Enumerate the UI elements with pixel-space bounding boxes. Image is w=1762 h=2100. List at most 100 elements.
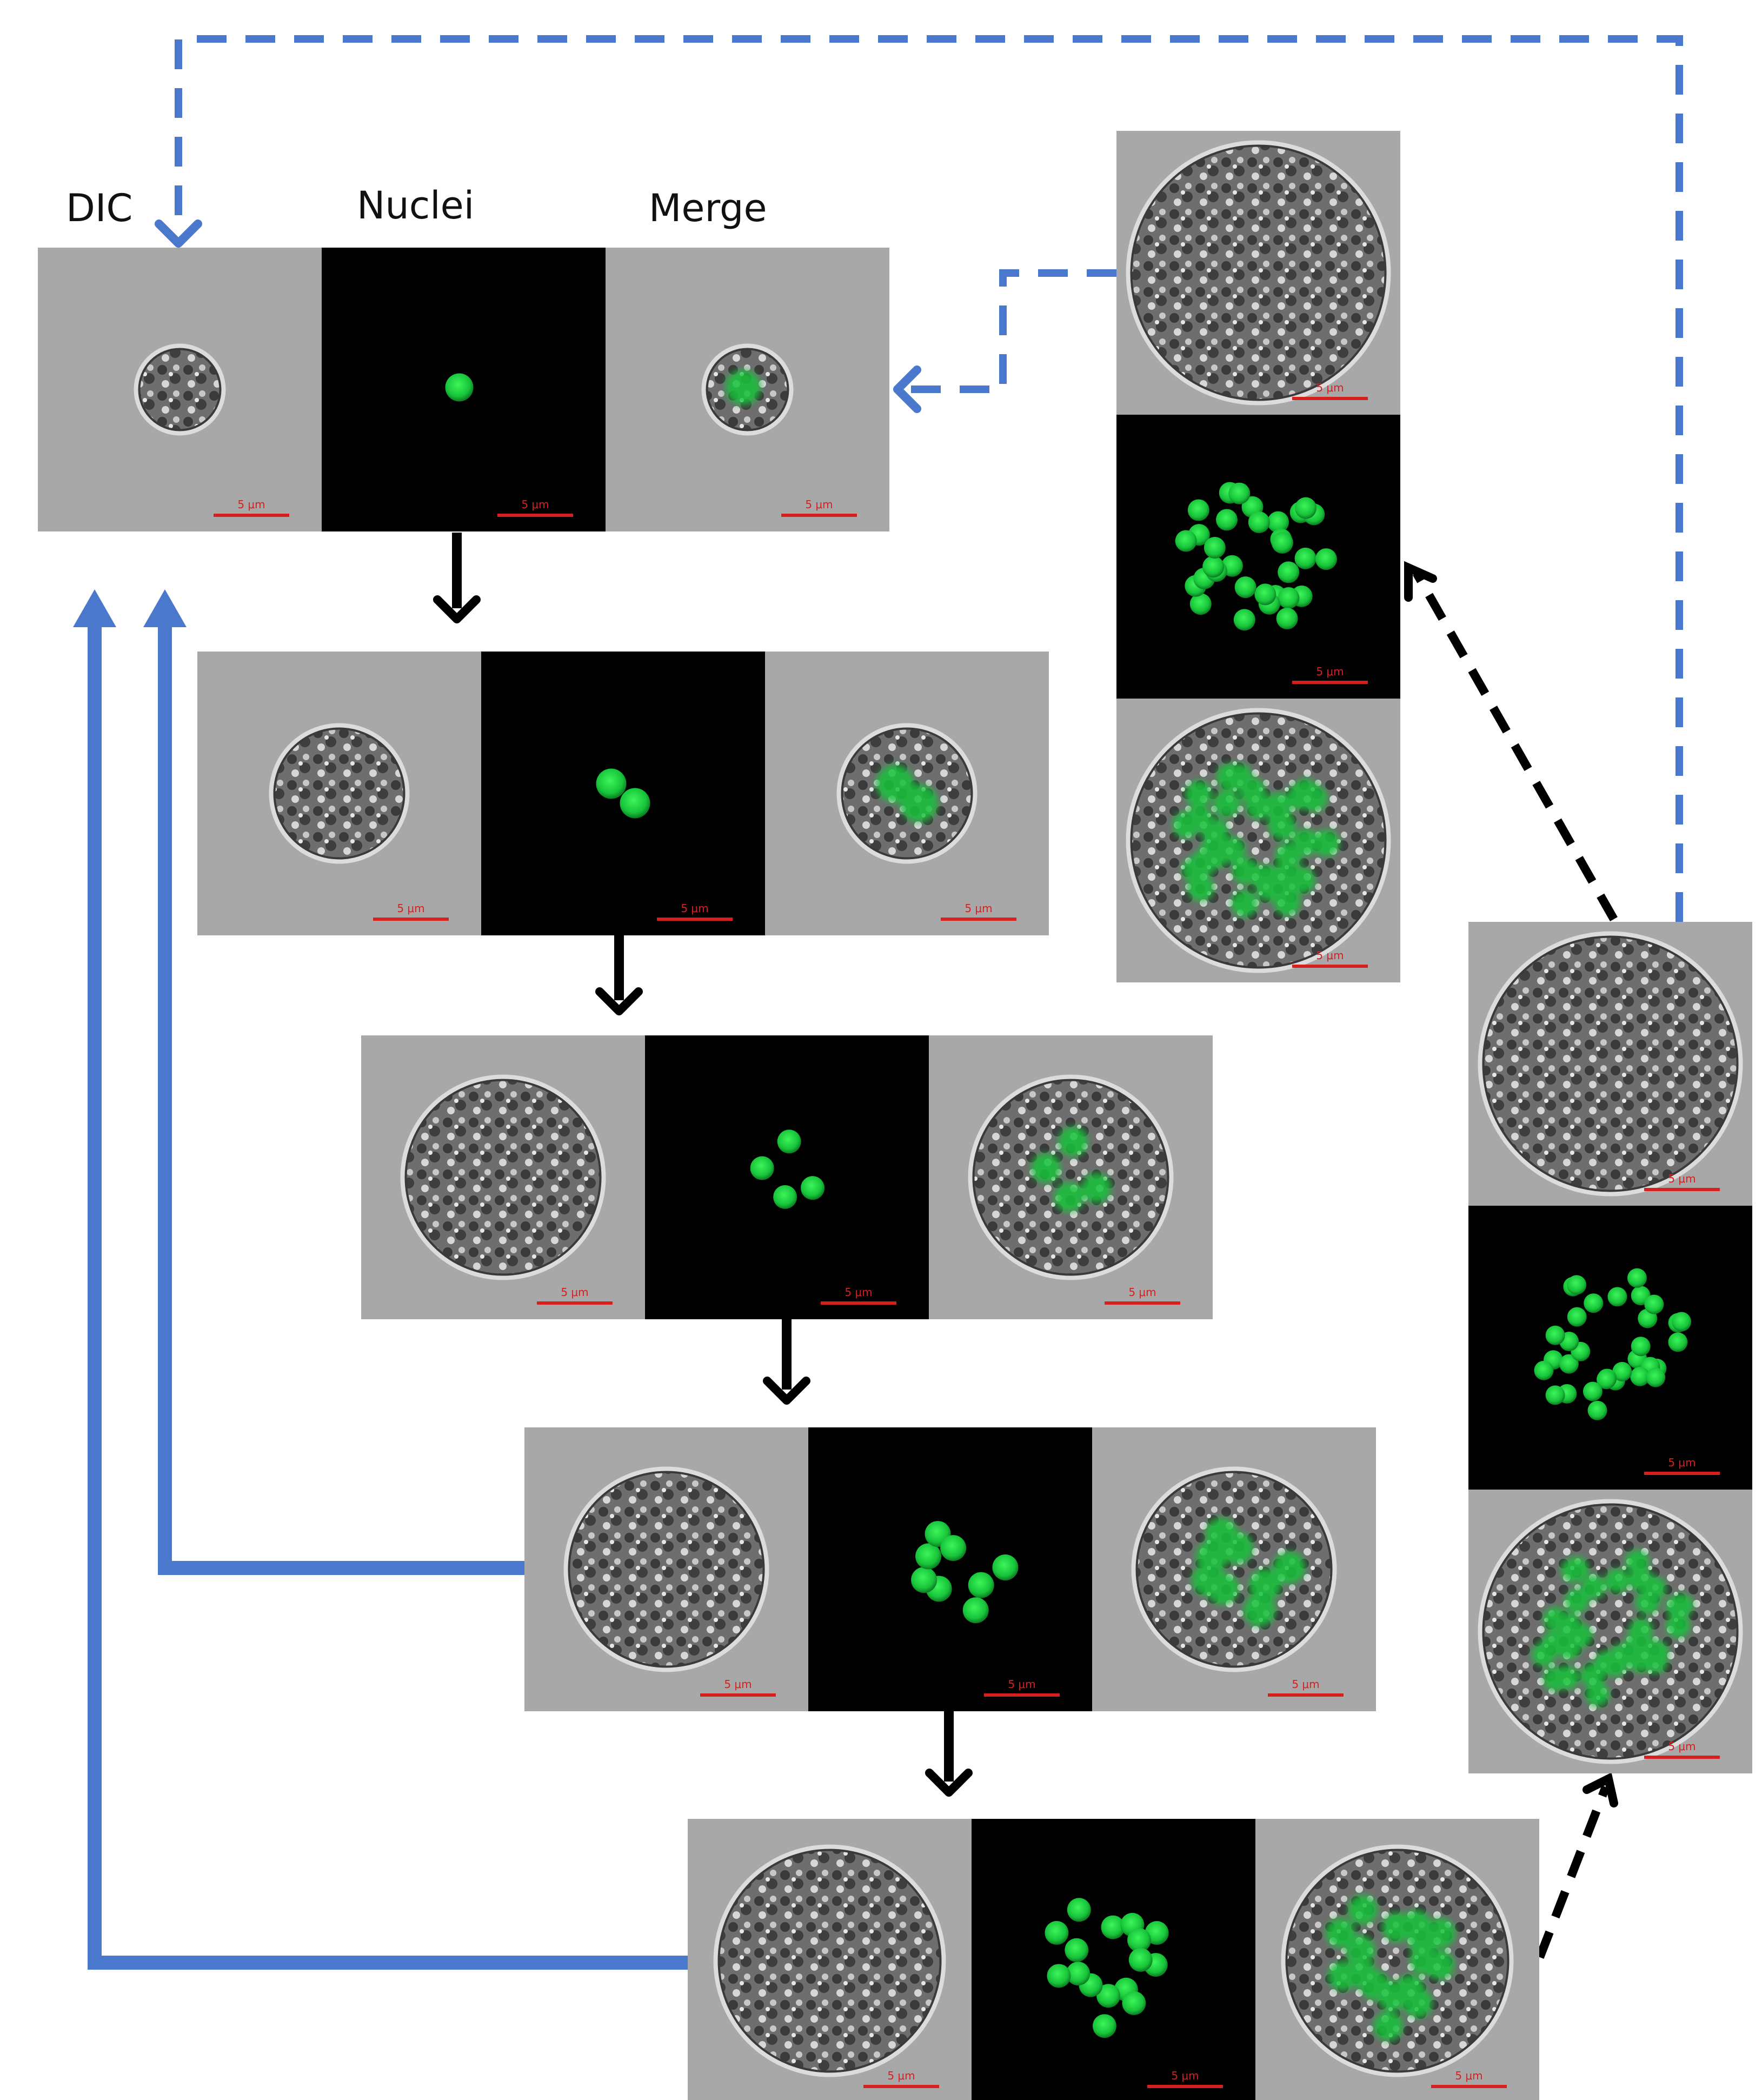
nucleus-overlay	[1273, 888, 1301, 916]
nucleus	[1315, 548, 1337, 570]
nucleus-overlay	[1409, 1945, 1440, 1975]
nucleus	[1187, 499, 1209, 521]
nucleus-overlay	[1292, 778, 1320, 806]
scale-bar-label: 5 μm	[1455, 2069, 1482, 2082]
scale-bar-label: 5 μm	[1316, 949, 1344, 962]
nucleus	[1175, 530, 1197, 552]
merge-nuclei-overlay	[1192, 1518, 1306, 1627]
nucleus	[968, 1572, 994, 1598]
nucleus	[1630, 1366, 1650, 1386]
cell-body	[273, 727, 405, 860]
nucleus-overlay	[1345, 1935, 1375, 1965]
nucleus-overlay	[1268, 813, 1296, 840]
panel-background	[481, 652, 765, 935]
scale-bar-label: 5 μm	[397, 902, 424, 915]
nucleus-overlay	[1081, 1173, 1112, 1203]
dic-panel: 5 μm	[1468, 922, 1752, 1206]
cycle-arrow-head-b	[155, 220, 202, 248]
scale-bar: 5 μm	[1147, 2069, 1223, 2088]
nucleus-overlay	[1669, 1593, 1694, 1618]
nucleus	[1127, 1928, 1152, 1952]
nucleus	[777, 1129, 801, 1154]
scale-bar-label: 5 μm	[1668, 1740, 1695, 1753]
nucleus-overlay	[1402, 1988, 1433, 2018]
nucleus-overlay	[1231, 890, 1258, 918]
scale-bar: 5 μm	[1644, 1456, 1720, 1475]
nucleus	[1276, 607, 1298, 629]
nucleus	[911, 1567, 937, 1593]
dic-panel: 5 μm	[1116, 131, 1400, 415]
nucleus-overlay	[1373, 2011, 1404, 2041]
return-arrow-from-8	[158, 608, 524, 1575]
nucleus-overlay	[1605, 1568, 1630, 1593]
nucleus	[1567, 1307, 1587, 1327]
scale-bar: 5 μm	[700, 1678, 776, 1697]
nucleus-overlay	[1273, 1551, 1306, 1584]
progression-arrow-head-3	[763, 1377, 810, 1405]
nucleus	[1096, 1984, 1121, 2008]
scale-bar-line	[214, 514, 289, 517]
panel-background	[808, 1427, 1092, 1711]
scale-bar-line	[497, 514, 573, 517]
scale-bar-line	[1268, 1693, 1344, 1697]
scale-bar-line	[821, 1301, 896, 1305]
nucleus	[1067, 1898, 1091, 1922]
nucleus	[1646, 1367, 1666, 1387]
panel-background	[1468, 1206, 1752, 1490]
dic-panel: 5 μm	[524, 1427, 808, 1711]
nucleus-overlay	[1543, 1666, 1568, 1691]
cell-body	[1482, 935, 1739, 1192]
nucleus	[1668, 1332, 1688, 1352]
nucleus	[1101, 1915, 1125, 1939]
scale-bar: 5 μm	[657, 902, 733, 921]
cell-body	[717, 1849, 942, 2073]
scale-bar-label: 5 μm	[887, 2069, 915, 2082]
scale-bar: 5 μm	[497, 498, 573, 517]
scale-bar-label: 5 μm	[1128, 1286, 1156, 1299]
nucleus-overlay	[1641, 1576, 1666, 1600]
dic-panel: 5 μm	[361, 1035, 645, 1319]
nucleus	[1583, 1381, 1603, 1401]
nucleus	[1545, 1325, 1565, 1345]
nucleus-overlay	[1185, 780, 1212, 808]
merge-nuclei-overlay	[726, 370, 761, 405]
nucleus-overlay	[1172, 811, 1200, 839]
progression-arrow-head-1	[433, 595, 481, 623]
nucleus-overlay	[1243, 1594, 1276, 1627]
nuclei-panel: 5 μm	[481, 652, 765, 935]
nucleus	[1248, 511, 1270, 534]
scale-bar: 5 μm	[1292, 381, 1368, 400]
nucleus	[1204, 536, 1226, 559]
scale-bar: 5 μm	[1431, 2069, 1507, 2088]
nucleus-overlay	[1327, 1961, 1358, 1991]
label-nuclei: Nuclei	[357, 183, 475, 228]
scale-bar: 5 μm	[984, 1678, 1060, 1697]
nucleus-overlay	[1531, 1642, 1556, 1667]
nucleus	[1559, 1354, 1579, 1374]
nucleus-overlay	[1221, 1532, 1254, 1565]
scale-bar: 5 μm	[537, 1286, 613, 1305]
nucleus-overlay	[1031, 1153, 1061, 1184]
label-dic: DIC	[66, 186, 133, 230]
scale-bar-line	[657, 918, 733, 921]
panel-background	[1116, 415, 1400, 699]
nucleus	[1122, 1991, 1146, 2015]
scale-bar: 5 μm	[1292, 665, 1368, 684]
nucleus	[1534, 1360, 1554, 1380]
nucleus	[1672, 1312, 1692, 1332]
scale-bar: 5 μm	[781, 498, 857, 517]
nucleus	[1567, 1275, 1587, 1295]
nucleus-overlay	[1628, 1618, 1653, 1643]
scale-bar: 5 μm	[1292, 949, 1368, 968]
return-arrow-head-8	[143, 589, 187, 627]
nucleus-overlay	[1312, 829, 1340, 857]
dashed-arrow-head-a	[1404, 561, 1437, 602]
scale-bar-line	[1147, 2085, 1223, 2088]
scale-bar: 5 μm	[821, 1286, 896, 1305]
nuclei-panel: 5 μm	[322, 248, 606, 531]
merge-panel: 5 μm	[765, 652, 1049, 935]
nucleus	[1644, 1294, 1664, 1314]
nucleus	[1294, 547, 1316, 569]
nucleus	[1631, 1337, 1651, 1357]
